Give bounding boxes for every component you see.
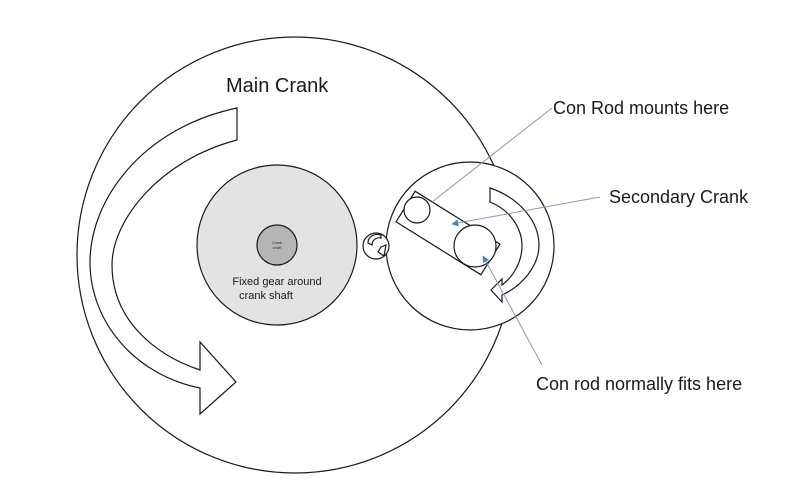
leader-con-rod-mounts: [431, 107, 553, 203]
crank-shaft: [256, 224, 298, 266]
label-crank-shaft-line1: Crank: [272, 240, 283, 245]
con-rod-normal-pin: [453, 224, 497, 268]
label-secondary-crank: Secondary Crank: [609, 187, 749, 207]
con-rod-mount-pin: [403, 196, 431, 224]
label-main-crank: Main Crank: [226, 75, 329, 97]
main-crank-rotation-arrow: [89, 107, 238, 416]
leader-secondary-crank: [451, 196, 601, 227]
label-con-rod-mounts: Con Rod mounts here: [553, 98, 729, 118]
leader-con-rod-normally: [482, 255, 543, 366]
label-fixed-gear-line1: Fixed gear around: [232, 276, 321, 288]
secondary-crank-rotation-arrow: [489, 187, 540, 304]
idler-gear-arrow: [367, 233, 387, 258]
label-crank-shaft-line2: shaft: [273, 245, 283, 250]
label-con-rod-normally: Con rod normally fits here: [536, 374, 742, 394]
label-fixed-gear-line2: crank shaft: [239, 290, 293, 302]
